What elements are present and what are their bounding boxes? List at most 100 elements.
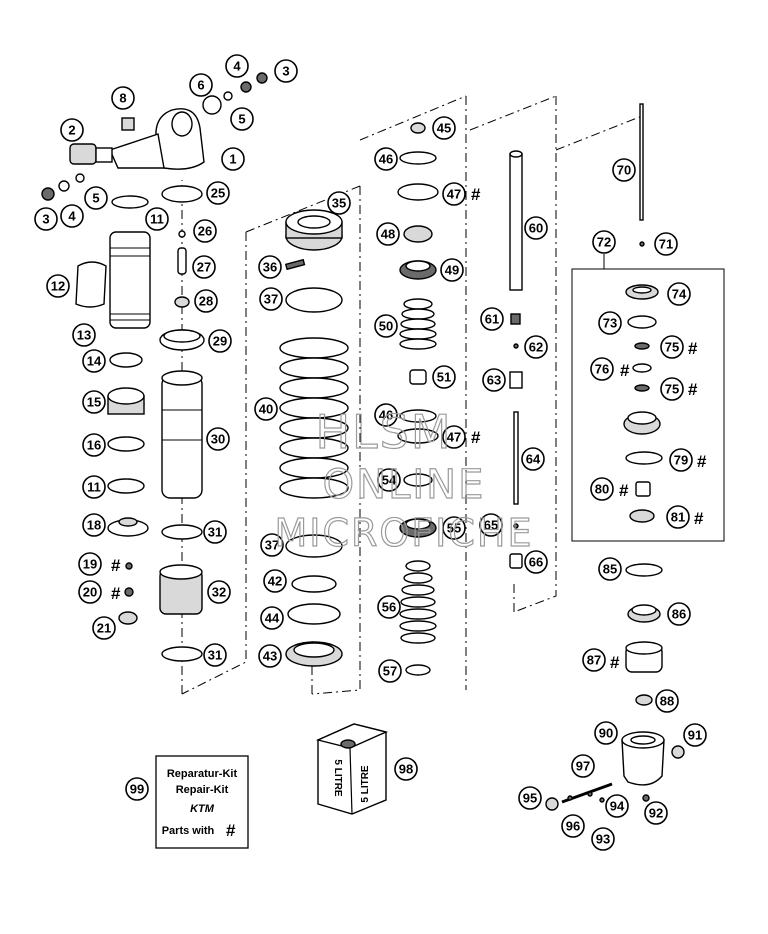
callout-85: 85: [598, 557, 622, 581]
svg-text:92: 92: [649, 806, 663, 821]
callout-15: 15: [82, 390, 106, 414]
svg-text:80: 80: [595, 482, 609, 497]
callout-65: 65: [479, 513, 503, 537]
callout-66: 66: [524, 550, 548, 574]
callout-42: 42: [263, 569, 287, 593]
callout-48: 48: [376, 222, 400, 246]
watermark-line3: MICROFICHE: [274, 511, 533, 555]
rod-column-parts: [509, 150, 523, 569]
svg-text:70: 70: [617, 163, 631, 178]
callout-49: 49: [440, 258, 464, 282]
part-63: [509, 371, 523, 389]
part-76: [632, 363, 652, 373]
part-80: [635, 481, 651, 497]
shim-47a: [397, 183, 439, 201]
svg-text:12: 12: [51, 279, 65, 294]
callout-76: 76: [590, 357, 614, 381]
oil-can-side-label: 5 LITRE: [332, 759, 343, 797]
oil-can-front-label: 5 LITRE: [360, 765, 371, 803]
callout-25: 25: [206, 181, 230, 205]
svg-text:57: 57: [383, 664, 397, 679]
ring-44: [287, 603, 341, 625]
hash-mark: #: [610, 653, 620, 672]
callout-12: 12: [46, 274, 70, 298]
kit-72-frame: [571, 268, 725, 542]
svg-text:37: 37: [265, 538, 279, 553]
svg-text:31: 31: [208, 648, 222, 663]
part-28: [174, 296, 190, 308]
nut-45: [410, 122, 426, 134]
svg-text:31: 31: [208, 525, 222, 540]
callout-31: 31: [203, 643, 227, 667]
ring-14: [109, 352, 143, 368]
watermark: HLSM ONLINE MICROFICHE: [274, 404, 533, 555]
piston-rod-60: [509, 153, 523, 291]
svg-text:29: 29: [213, 334, 227, 349]
svg-text:72: 72: [597, 235, 611, 250]
spacer-51: [409, 369, 427, 385]
svg-text:30: 30: [211, 432, 225, 447]
callout-6: 6: [189, 73, 213, 97]
left-column-parts: [41, 72, 268, 662]
svg-text:76: 76: [595, 362, 609, 377]
svg-text:6: 6: [197, 78, 204, 93]
callout-70: 70: [612, 158, 636, 182]
svg-text:13: 13: [77, 328, 91, 343]
svg-text:79: 79: [674, 453, 688, 468]
hash-mark: #: [111, 556, 121, 575]
svg-text:45: 45: [437, 121, 451, 136]
callout-19: 19: [78, 552, 102, 576]
repair-kit-line3: Parts with: [162, 825, 215, 837]
callout-32: 32: [207, 580, 231, 604]
svg-text:14: 14: [87, 354, 102, 369]
callout-44: 44: [260, 606, 284, 630]
svg-text:48: 48: [381, 227, 395, 242]
ball-62: [513, 343, 519, 349]
svg-text:94: 94: [610, 799, 625, 814]
callout-21: 21: [92, 616, 116, 640]
svg-text:61: 61: [485, 312, 499, 327]
svg-text:37: 37: [264, 292, 278, 307]
shim-stack-56: [399, 560, 437, 644]
hash-mark: #: [471, 185, 481, 204]
repair-kit-brand: KTM: [190, 803, 215, 815]
svg-text:74: 74: [672, 287, 687, 302]
svg-text:54: 54: [382, 473, 397, 488]
callout-5: 5: [230, 107, 254, 131]
callout-18: 18: [82, 513, 106, 537]
callout-1: 1: [221, 147, 245, 171]
callout-28: 28: [194, 289, 218, 313]
svg-text:75: 75: [665, 382, 679, 397]
repair-kit-line2: Repair-Kit: [176, 784, 229, 796]
callout-95: 95: [518, 786, 542, 810]
svg-text:46: 46: [379, 152, 393, 167]
hash-mark: #: [620, 361, 630, 380]
svg-text:46: 46: [379, 408, 393, 423]
svg-text:1: 1: [229, 152, 236, 167]
washer-37b: [285, 534, 343, 558]
svg-text:4: 4: [233, 59, 241, 74]
callout-55: 55: [442, 516, 466, 540]
valve-26: [178, 230, 186, 238]
ring-42: [291, 575, 337, 593]
repair-kit-line1: Reparatur-Kit: [167, 768, 238, 780]
callout-27: 27: [192, 255, 216, 279]
callout-8: 8: [111, 86, 135, 110]
callout-50: 50: [374, 314, 398, 338]
svg-text:88: 88: [660, 694, 674, 709]
svg-text:62: 62: [529, 340, 543, 355]
svg-text:65: 65: [484, 518, 498, 533]
callout-35: 35: [327, 191, 351, 215]
watermark-line1: HLSM: [315, 405, 452, 459]
callout-64: 64: [521, 447, 545, 471]
coil-spring-40: [279, 337, 349, 499]
nut-6: [202, 95, 222, 115]
o-ring-11a: [111, 195, 149, 209]
callout-99: 99: [125, 777, 149, 801]
o-ring-75a: [634, 342, 650, 350]
o-ring-11b: [107, 478, 145, 494]
svg-text:27: 27: [197, 260, 211, 275]
callout-62: 62: [524, 335, 548, 359]
svg-text:87: 87: [587, 653, 601, 668]
